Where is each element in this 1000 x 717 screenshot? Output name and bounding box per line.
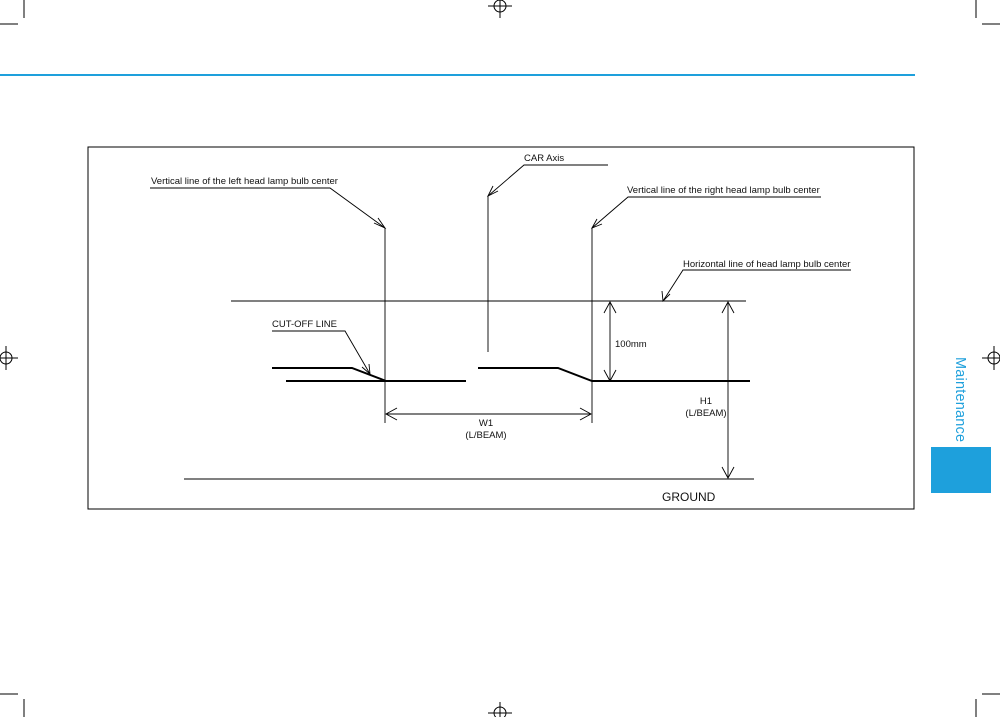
side-tab-label: Maintenance [952, 357, 968, 443]
ground-label: GROUND [662, 490, 716, 504]
right-vertical-label: Vertical line of the right head lamp bul… [627, 185, 820, 196]
cutoff-line-label: CUT-OFF LINE [272, 319, 337, 330]
left-beam-cutoff [272, 367, 466, 382]
right-vertical-leader [591, 196, 821, 229]
left-vertical-label: Vertical line of the left head lamp bulb… [151, 176, 338, 187]
h1-label: H1 (L/BEAM) [676, 397, 736, 418]
offset-100mm-label: 100mm [615, 339, 647, 350]
car-axis-label: CAR Axis [524, 153, 565, 164]
diagram-frame [87, 146, 915, 510]
left-vertical-leader [150, 187, 386, 229]
w1-label: W1 (L/BEAM) [456, 419, 516, 440]
side-tab-block [931, 447, 991, 493]
horizontal-center-label: Horizontal line of head lamp bulb center [683, 259, 851, 270]
h1-label-line2: (L/BEAM) [685, 407, 727, 419]
right-beam-cutoff [478, 367, 672, 382]
header-rule [0, 74, 915, 76]
car-axis-leader [487, 164, 608, 197]
w1-label-line1: W1 [478, 418, 494, 429]
w1-label-line2: (L/BEAM) [465, 429, 507, 441]
horizontal-center-leader [662, 269, 851, 302]
h1-label-line1: H1 [699, 396, 713, 407]
cutoff-leader [272, 330, 371, 375]
